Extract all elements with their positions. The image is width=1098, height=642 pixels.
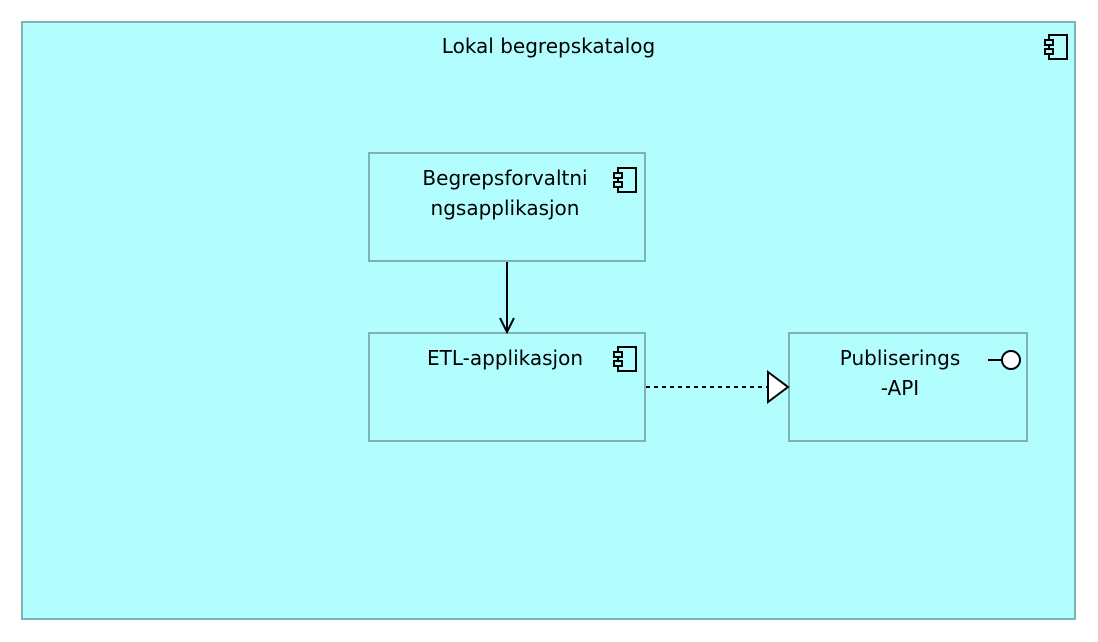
node-label-line1: Publiserings xyxy=(839,346,961,370)
node-publiserings-api[interactable]: Publiserings -API xyxy=(788,332,1028,442)
lokal-begrepskatalog-container[interactable]: Lokal begrepskatalog xyxy=(21,21,1076,620)
node-begrepsforvaltningsapplikasjon[interactable]: Begrepsforvaltni ngsapplikasjon xyxy=(368,152,646,262)
container-title: Lokal begrepskatalog xyxy=(441,34,656,58)
interface-icon xyxy=(988,350,1021,370)
node-label-line1: ETL-applikasjon xyxy=(427,346,583,370)
component-icon xyxy=(613,346,637,372)
edge-begrepsforvaltning-to-etl[interactable] xyxy=(499,262,515,335)
component-icon xyxy=(613,167,637,193)
node-label-line2: -API xyxy=(880,376,920,400)
component-icon xyxy=(1044,34,1068,60)
node-label-line2: ngsapplikasjon xyxy=(430,196,580,220)
node-label-line1: Begrepsforvaltni xyxy=(422,166,588,190)
edge-etl-to-publiserings-api[interactable] xyxy=(646,370,790,404)
